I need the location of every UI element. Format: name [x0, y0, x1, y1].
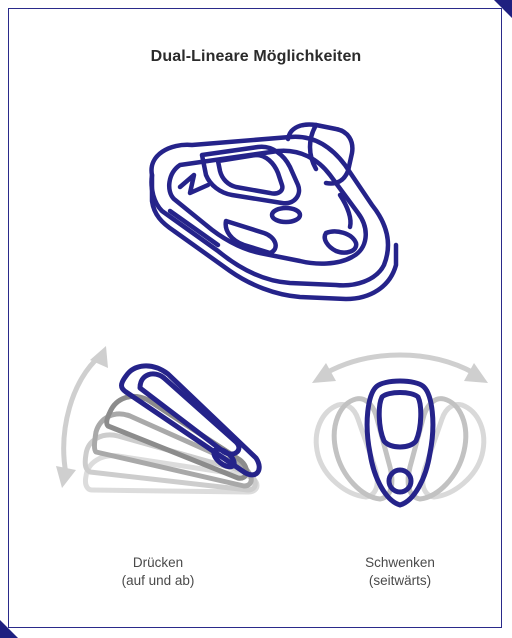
swivel-caption-line1: Schwenken — [340, 554, 460, 572]
diagram-title: Dual-Lineare Möglichkeiten — [0, 48, 512, 66]
controller-3d-icon — [140, 115, 400, 305]
swivel-caption-line2: (seitwärts) — [340, 572, 460, 590]
press-caption-line1: Drücken — [98, 554, 218, 572]
swivel-caption: Schwenken (seitwärts) — [340, 554, 460, 590]
swivel-motion-icon — [300, 345, 500, 530]
press-motion-icon — [48, 340, 278, 510]
press-caption: Drücken (auf und ab) — [98, 554, 218, 590]
press-caption-line2: (auf und ab) — [98, 572, 218, 590]
diagram-frame — [8, 8, 502, 628]
